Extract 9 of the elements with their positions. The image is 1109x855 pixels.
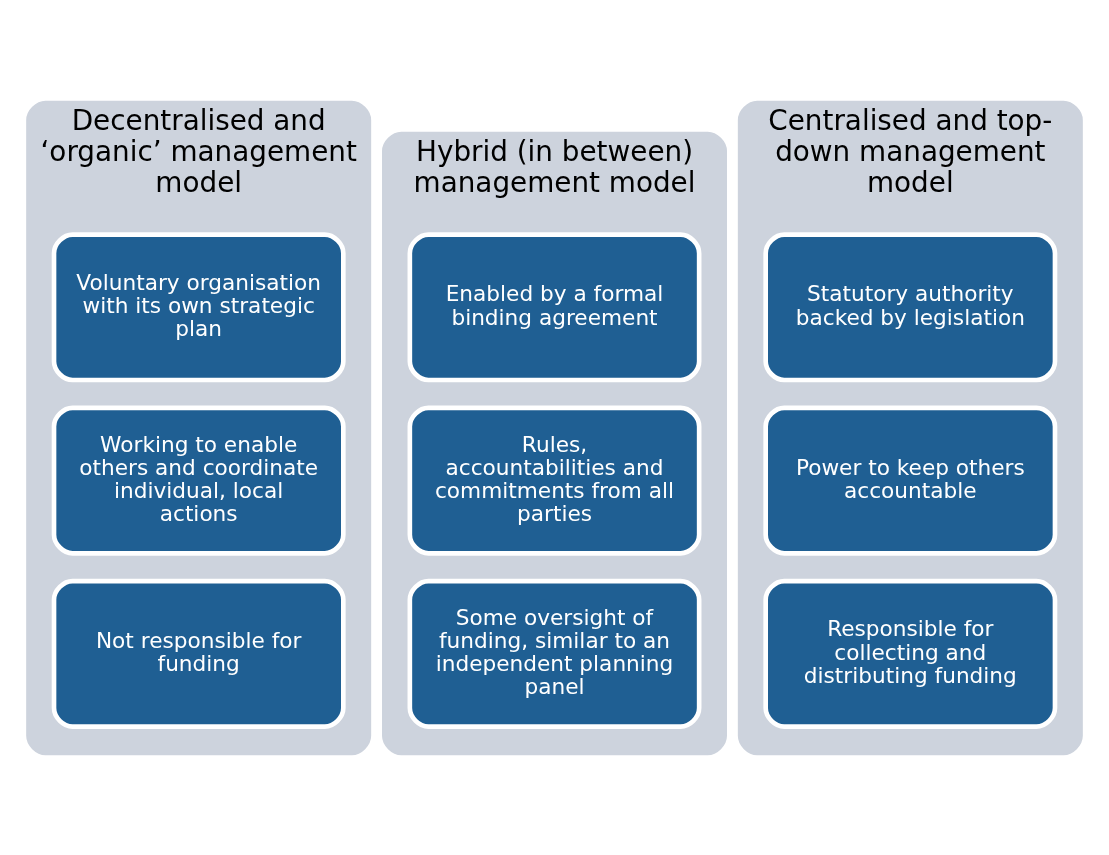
node-box: Rules, accountabilities and commitments from all parties [407, 405, 702, 556]
node-box: Enabled by a formal binding agreement [407, 231, 702, 382]
node-box: Not responsible for funding [51, 578, 346, 729]
node-box: Some oversight of funding, similar to an independent planning panel [407, 578, 702, 729]
node-box: Working to enable others and coordinate individual, local actions [51, 405, 346, 556]
node-box: Responsible for collecting and distributing funding [763, 578, 1058, 729]
node-box: Statutory authority backed by legislation [763, 231, 1058, 382]
node-box: Voluntary organisation with its own strategic plan [51, 231, 346, 382]
node-box: Power to keep others accountable [763, 405, 1058, 556]
